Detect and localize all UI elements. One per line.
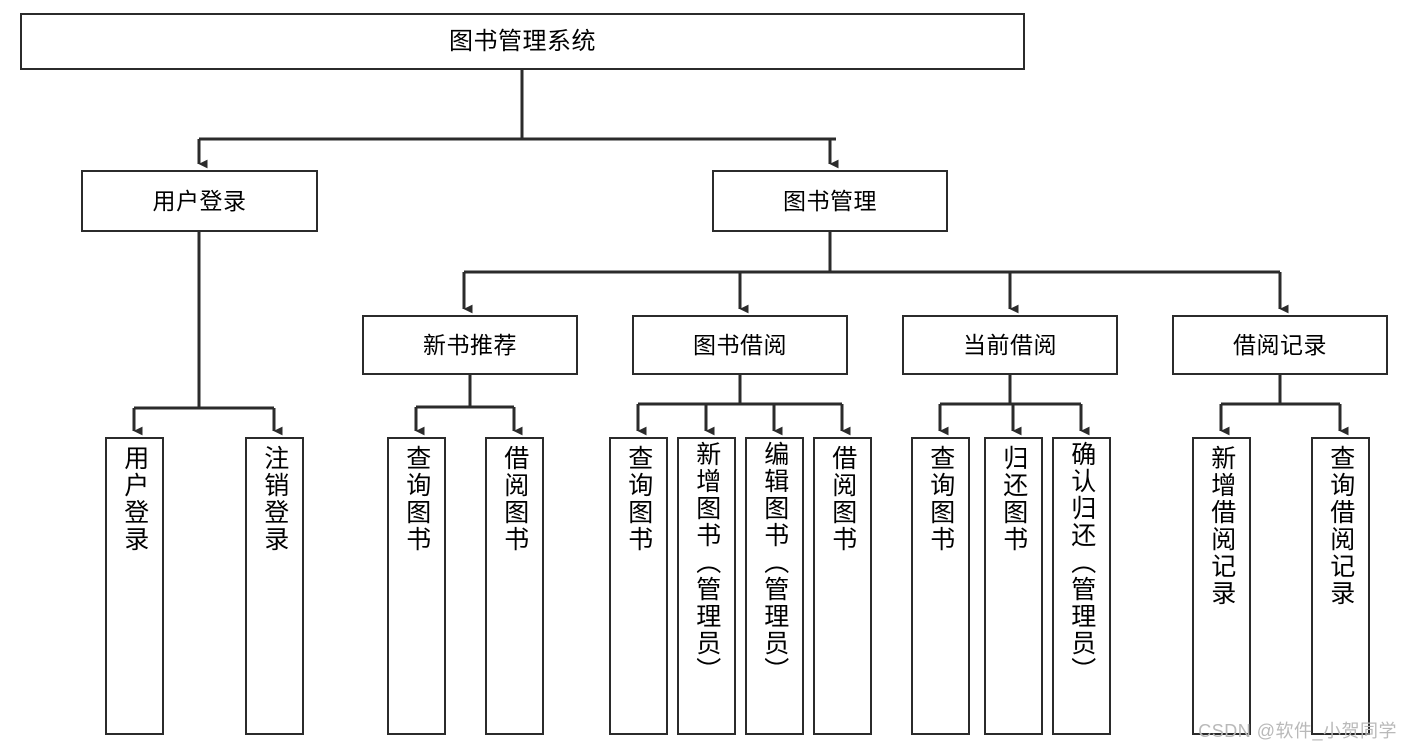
node-label: 借阅记录 [1233,331,1327,358]
node-label: 查询图书 [926,445,955,553]
node-leaf-add-book-admin[interactable]: 新增图书（管理员） [677,437,736,735]
node-leaf-return-book[interactable]: 归还图书 [984,437,1043,735]
node-new-book-recommend[interactable]: 新书推荐 [362,315,578,375]
node-user-login[interactable]: 用户登录 [81,170,318,232]
node-leaf-edit-book-admin[interactable]: 编辑图书（管理员） [745,437,804,735]
node-leaf-logout-login[interactable]: 注销登录 [245,437,304,735]
node-label: 注销登录 [260,445,289,553]
node-label: 新增图书（管理员） [692,441,721,684]
node-root-book-management-system[interactable]: 图书管理系统 [20,13,1025,70]
node-label: 新书推荐 [423,331,517,358]
node-book-borrow[interactable]: 图书借阅 [632,315,848,375]
node-label: 用户登录 [120,445,149,553]
node-borrow-record[interactable]: 借阅记录 [1172,315,1388,375]
node-label: 借阅图书 [500,445,529,553]
node-leaf-borrow-book-2[interactable]: 借阅图书 [813,437,872,735]
node-leaf-borrow-book-1[interactable]: 借阅图书 [485,437,544,735]
node-label: 图书管理系统 [449,27,596,55]
node-label: 查询图书 [624,445,653,553]
node-leaf-query-book-3[interactable]: 查询图书 [911,437,970,735]
node-leaf-query-borrow-record[interactable]: 查询借阅记录 [1311,437,1370,735]
node-leaf-confirm-return-admin[interactable]: 确认归还（管理员） [1052,437,1111,735]
node-label: 图书借阅 [693,331,787,358]
node-leaf-add-borrow-record[interactable]: 新增借阅记录 [1192,437,1251,735]
node-leaf-user-login[interactable]: 用户登录 [105,437,164,735]
node-label: 用户登录 [152,187,247,214]
node-leaf-query-book-2[interactable]: 查询图书 [609,437,668,735]
node-label: 当前借阅 [963,331,1057,358]
node-book-management[interactable]: 图书管理 [712,170,948,232]
node-leaf-query-book-1[interactable]: 查询图书 [387,437,446,735]
node-label: 借阅图书 [828,445,857,553]
node-label: 查询图书 [402,445,431,553]
node-label: 确认归还（管理员） [1067,441,1096,684]
node-label: 查询借阅记录 [1326,445,1355,607]
node-label: 归还图书 [999,445,1028,553]
node-label: 图书管理 [783,187,877,214]
node-label: 编辑图书（管理员） [760,441,789,684]
csdn-watermark: CSDN @软件_小贺同学 [1198,721,1397,741]
node-label: 新增借阅记录 [1207,445,1236,607]
node-current-borrow[interactable]: 当前借阅 [902,315,1118,375]
